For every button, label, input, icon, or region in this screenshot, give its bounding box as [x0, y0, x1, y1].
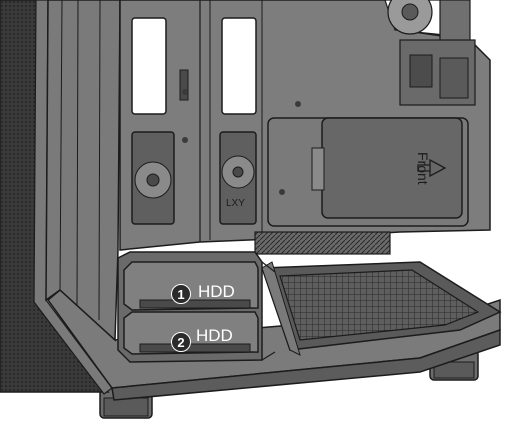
- callout-label-1: HDD: [198, 282, 235, 301]
- bottom-mesh-tray: [260, 261, 502, 356]
- callout-badge-2: [171, 332, 191, 352]
- callout-label-2: HDD: [196, 326, 233, 345]
- ssd-bracket: Front: [267, 117, 469, 227]
- hdd-cage: [117, 251, 276, 363]
- front-panel-text: LXY: [226, 198, 245, 209]
- front-label: Front: [415, 152, 431, 185]
- rear-fan-area: [384, 0, 476, 106]
- callout-hdd-2: 2 HDD: [171, 326, 233, 352]
- vent-grille: [254, 231, 391, 255]
- callout-number-1: 1: [177, 287, 184, 302]
- callout-hdd-1: 1 HDD: [171, 282, 235, 304]
- callout-badge-1: [171, 284, 191, 304]
- callout-number-2: 2: [177, 335, 184, 350]
- hdd-drive-1: [123, 261, 259, 311]
